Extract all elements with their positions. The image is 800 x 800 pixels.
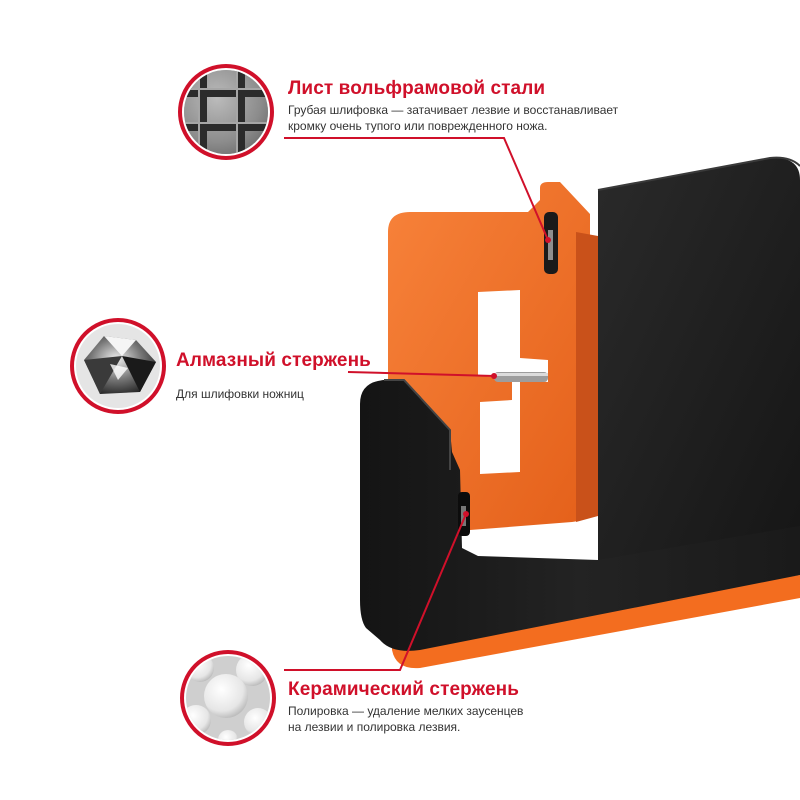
orange-sharpening-insert: [388, 182, 598, 530]
callout-leader-lines: [284, 137, 549, 671]
tungsten-description-line-1: Грубая шлифовка — затачивает лезвие и во…: [288, 103, 619, 117]
tungsten-mesh-icon: [178, 64, 274, 160]
ceramic-description-line-1: Полировка — удаление мелких заусенцев: [288, 704, 524, 718]
leader-dot-ceramic: [463, 511, 469, 517]
ceramic-description-line-2: на лезвии и полировка лезвия.: [288, 720, 461, 734]
orange-base-strip: [392, 575, 800, 669]
leader-dot-diamond: [491, 373, 497, 379]
tungsten-title: Лист вольфрамовой стали: [288, 78, 546, 99]
diamond-rod-icon: [70, 318, 166, 414]
ceramic-description: Полировка — удаление мелких заусенцев на…: [288, 703, 523, 735]
ceramic-title: Керамический стержень: [288, 679, 519, 700]
tungsten-description-line-2: кромку очень тупого или поврежденного но…: [288, 119, 548, 133]
diamond-description: Для шлифовки ножниц: [176, 386, 304, 402]
ceramic-balls-icon: [180, 650, 276, 746]
diamond-description-line-1: Для шлифовки ножниц: [176, 387, 304, 401]
sharpener-back-housing: [597, 156, 800, 600]
diamond-title: Алмазный стержень: [176, 350, 371, 371]
tungsten-description: Грубая шлифовка — затачивает лезвие и во…: [288, 102, 618, 134]
leader-dot-tungsten: [545, 237, 551, 243]
